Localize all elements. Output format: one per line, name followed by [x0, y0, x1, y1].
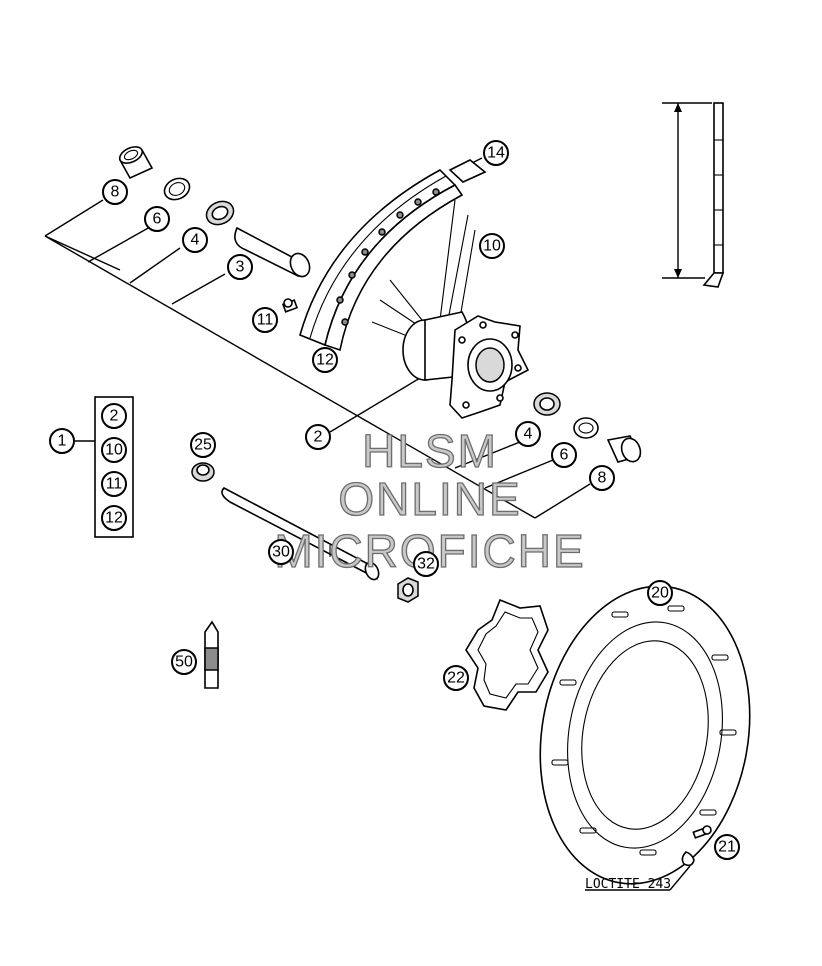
svg-text:50: 50: [175, 654, 193, 671]
spoke-long: [662, 102, 725, 288]
seal-ring-6-top: [163, 177, 191, 201]
callout-10-top: 10: [479, 233, 505, 259]
bearing-4-top: [205, 200, 235, 226]
callout-group-12: 12: [101, 505, 127, 531]
spacer-bushing-8-top: [118, 146, 154, 180]
distance-sleeve-3: [234, 226, 311, 278]
svg-text:1: 1: [58, 433, 67, 450]
callout-21: 21: [714, 834, 740, 860]
svg-text:12: 12: [105, 510, 123, 527]
loctite-bottle-50: [204, 620, 219, 689]
svg-text:4: 4: [191, 232, 200, 249]
svg-text:8: 8: [111, 184, 120, 201]
svg-text:8: 8: [598, 470, 607, 487]
callout-4-top: 4: [182, 227, 208, 253]
bolt-21: [692, 825, 712, 839]
callout-1: 1: [49, 428, 75, 454]
spacer-bushing-8-right: [606, 435, 642, 463]
svg-text:11: 11: [106, 476, 123, 493]
callout-22: 22: [443, 665, 469, 691]
callout-group-2: 2: [101, 403, 127, 429]
svg-text:22: 22: [447, 670, 465, 687]
svg-text:21: 21: [718, 839, 736, 856]
callout-3: 3: [227, 254, 253, 280]
rim-12: [299, 169, 464, 352]
watermark-line-2: ONLINE: [338, 473, 521, 525]
watermark-line-1: HLSM: [362, 425, 498, 477]
nut-32: [397, 577, 419, 603]
callout-6-right: 6: [551, 442, 577, 468]
callout-4-right: 4: [515, 421, 541, 447]
svg-text:32: 32: [417, 556, 435, 573]
callout-14: 14: [483, 140, 509, 166]
callout-11-top: 11: [252, 307, 278, 333]
disc-carrier-22: [465, 598, 549, 711]
callout-6-top: 6: [144, 206, 170, 232]
svg-text:4: 4: [524, 426, 533, 443]
svg-text:6: 6: [153, 211, 162, 228]
watermark: HLSM ONLINE MICROFICHE: [274, 424, 585, 577]
callout-20: 20: [647, 580, 673, 606]
callout-50: 50: [171, 649, 197, 675]
callout-12-top: 12: [312, 347, 338, 373]
svg-text:3: 3: [236, 259, 245, 276]
svg-text:11: 11: [257, 312, 274, 329]
svg-text:6: 6: [560, 447, 569, 464]
svg-text:12: 12: [316, 352, 334, 369]
rim-holes: [336, 188, 440, 326]
callout-8-right: 8: [589, 465, 615, 491]
brake-disc-20: [539, 585, 751, 885]
callout-8-top: 8: [102, 179, 128, 205]
svg-text:10: 10: [105, 442, 123, 459]
callout-25: 25: [190, 432, 216, 458]
svg-text:10: 10: [483, 238, 501, 255]
bearing-4-right: [533, 392, 561, 416]
callout-2: 2: [305, 424, 331, 450]
svg-text:2: 2: [110, 408, 119, 425]
callout-32: 32: [413, 551, 439, 577]
spacer-25: [191, 462, 215, 482]
loctite-drop: [585, 851, 695, 891]
callout-group-11: 11: [101, 471, 127, 497]
hub-2: [402, 311, 530, 419]
svg-text:25: 25: [194, 437, 212, 454]
disc-slots: [551, 605, 737, 856]
loctite-note: LOCTITE 243: [585, 877, 671, 892]
nipple-11: [281, 298, 299, 313]
svg-text:20: 20: [651, 585, 669, 602]
svg-text:14: 14: [487, 145, 505, 162]
axle-30: [221, 487, 380, 581]
label-plate-14: [448, 159, 487, 183]
svg-text:2: 2: [314, 429, 323, 446]
svg-text:30: 30: [272, 544, 290, 561]
callout-30: 30: [268, 539, 294, 565]
callout-group-10: 10: [101, 437, 127, 463]
seal-ring-6-right: [573, 417, 599, 439]
